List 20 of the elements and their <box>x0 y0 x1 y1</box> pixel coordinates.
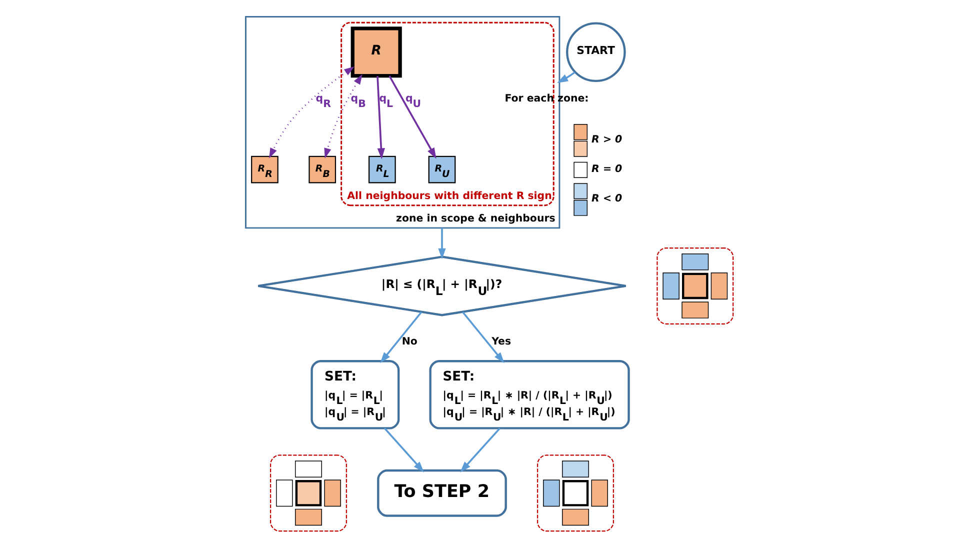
arrow <box>460 428 500 472</box>
arrow <box>268 66 354 158</box>
node-picture <box>270 454 346 532</box>
arrow <box>462 312 504 364</box>
legend-label: R < 0 <box>591 193 622 204</box>
arrow <box>388 76 436 159</box>
node-box: R <box>350 26 402 78</box>
arrow <box>383 428 424 472</box>
node-picture <box>656 247 734 324</box>
arrow <box>324 74 362 158</box>
arrow <box>556 71 575 83</box>
legend-label: R = 0 <box>591 164 622 175</box>
edge-label: Yes <box>491 336 511 348</box>
edge-label: No <box>401 336 417 348</box>
arrow <box>438 228 446 260</box>
arrow <box>376 76 384 160</box>
legend-label: R > 0 <box>591 134 622 146</box>
node-box: To STEP 2 <box>376 469 506 517</box>
arrow <box>380 312 422 364</box>
node-picture <box>536 454 614 532</box>
